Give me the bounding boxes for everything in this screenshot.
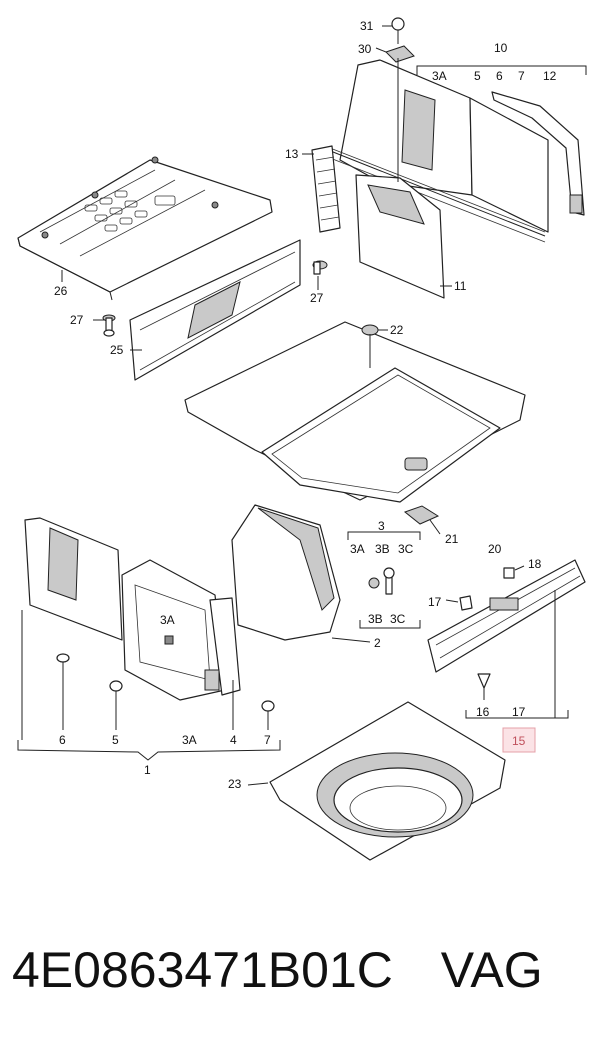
clip-part-17-upper (459, 595, 473, 611)
part-number: 4E0863471B01C (12, 942, 393, 998)
clip-part-27-right (312, 260, 328, 275)
callout-22: 22 (390, 323, 404, 337)
callout-5-top: 5 (474, 69, 481, 83)
callout-12: 12 (543, 69, 557, 83)
callout-6: 6 (59, 733, 66, 747)
screw-part-18 (503, 567, 515, 579)
callout-1: 1 (144, 763, 151, 777)
callout-6-top: 6 (496, 69, 503, 83)
grommet-part-21 (403, 505, 440, 525)
trim-strip-part-12 (491, 91, 585, 216)
callout-21: 21 (445, 532, 459, 546)
callout-3B-lower: 3B (368, 612, 383, 626)
clip-part-3A (164, 635, 174, 645)
callout-10: 10 (494, 41, 508, 55)
side-trim-part-1 (24, 517, 241, 701)
fasteners-part-3 (368, 567, 395, 595)
screw-part-31 (391, 17, 405, 44)
callout-5: 5 (112, 733, 119, 747)
parts-exploded-diagram: 31 30 10 3A 5 6 7 12 13 11 26 27 27 25 2… (17, 17, 587, 861)
grommet-part-30 (385, 45, 415, 182)
callout-labels: 31 30 10 3A 5 6 7 12 13 11 26 27 27 25 2… (54, 19, 557, 791)
callout-3A-mid: 3A (350, 542, 365, 556)
callout-13: 13 (285, 147, 299, 161)
callout-30: 30 (358, 42, 372, 56)
clip-part-6 (56, 653, 70, 730)
callout-20: 20 (488, 542, 502, 556)
leader-lines (17, 25, 587, 786)
clip-part-16 (477, 673, 491, 700)
callout-3A-top: 3A (432, 69, 447, 83)
callout-11: 11 (454, 279, 467, 293)
part-number-footer: 4E0863471B01C VAG (12, 930, 592, 1010)
side-trim-part-10 (327, 59, 549, 243)
callout-26: 26 (54, 284, 68, 298)
callout-3C-upper: 3C (398, 542, 414, 556)
callout-7-top: 7 (518, 69, 525, 83)
callout-3B-upper: 3B (375, 542, 390, 556)
callout-3: 3 (378, 519, 385, 533)
callout-27-right: 27 (310, 291, 324, 305)
callout-31: 31 (360, 19, 374, 33)
callout-2: 2 (374, 636, 381, 650)
floor-mat-part-20 (184, 321, 526, 503)
callout-3A-bottom: 3A (182, 733, 197, 747)
callout-27-left: 27 (70, 313, 84, 327)
cross-panel-part-25 (129, 239, 301, 381)
callout-7: 7 (264, 733, 271, 747)
cover-panel-part-11 (355, 174, 445, 299)
callout-17-upper: 17 (428, 595, 442, 609)
callout-3C-lower: 3C (390, 612, 406, 626)
cap-part-7 (261, 700, 275, 730)
wheel-well-part-23 (269, 701, 506, 861)
callout-15: 15 (512, 734, 526, 748)
callout-18: 18 (528, 557, 542, 571)
clip-part-27-left (102, 314, 116, 337)
callout-15-highlight (502, 727, 536, 753)
clip-part-22 (361, 324, 379, 368)
brand-label: VAG (440, 942, 543, 998)
side-trim-part-2 (231, 504, 341, 641)
callout-25: 25 (110, 343, 124, 357)
callout-3A-left: 3A (160, 613, 175, 627)
callout-17-lower: 17 (512, 705, 526, 719)
sill-trim-part-15 (427, 559, 586, 718)
vent-grille-part-13 (311, 145, 341, 233)
callout-23: 23 (228, 777, 242, 791)
floor-panel-part-26 (17, 156, 273, 301)
clip-part-5 (109, 680, 123, 730)
callout-16: 16 (476, 705, 490, 719)
callout-4: 4 (230, 733, 237, 747)
